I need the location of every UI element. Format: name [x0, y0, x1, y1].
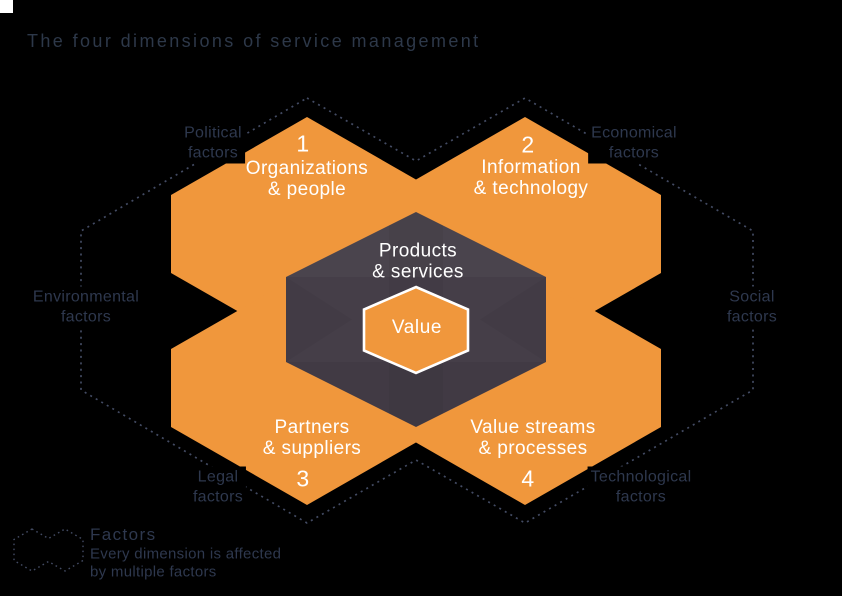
label-economical-factors: Economical factors — [588, 122, 680, 164]
dimension-4-number: 4 — [521, 465, 535, 492]
corner-artifact — [0, 0, 13, 13]
label-partners-suppliers: Partners & suppliers — [262, 417, 362, 459]
label-organizations-people: Organizations & people — [245, 158, 369, 200]
legend-description: Every dimension is affected by multiple … — [90, 545, 282, 581]
label-value: Value — [391, 317, 443, 338]
dimension-1-number: 1 — [296, 130, 310, 157]
dimension-3-number: 3 — [296, 465, 310, 492]
label-value-streams-processes: Value streams & processes — [470, 417, 596, 459]
label-legal-factors: Legal factors — [189, 466, 247, 508]
label-information-technology: Information & technology — [473, 157, 589, 199]
label-environmental-factors: Environmental factors — [29, 286, 143, 328]
label-technological-factors: Technological factors — [587, 466, 695, 508]
label-products-services: Products & services — [372, 240, 464, 282]
legend-heading: Factors — [90, 525, 157, 544]
label-political-factors: Political factors — [181, 122, 245, 164]
factors-legend-icon — [13, 528, 84, 572]
hexagon-value — [362, 285, 470, 375]
page-title: The four dimensions of service managemen… — [27, 31, 481, 51]
external-factors-boundary — [80, 97, 754, 524]
label-social-factors: Social factors — [723, 286, 781, 328]
dimension-2-number: 2 — [521, 131, 535, 158]
